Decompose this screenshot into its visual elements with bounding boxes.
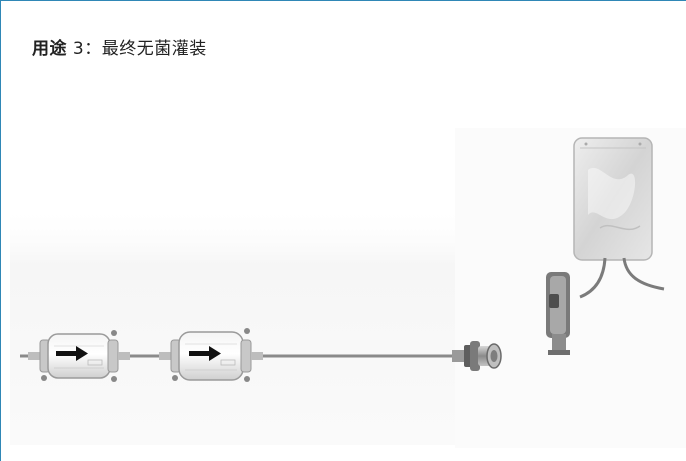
title-rest: 3：最终无菌灌装: [67, 39, 207, 59]
bag-clamp-icon: [546, 272, 570, 355]
sterile-bag-icon: [573, 137, 665, 299]
title-lead: 用途: [32, 39, 67, 59]
page-title: 用途 3：最终无菌灌装: [32, 34, 207, 59]
photo-background-left: [10, 205, 490, 445]
filter-capsule-icon: [159, 328, 263, 382]
connector-icon: [452, 341, 502, 371]
filter-capsule-icon: [28, 330, 130, 382]
